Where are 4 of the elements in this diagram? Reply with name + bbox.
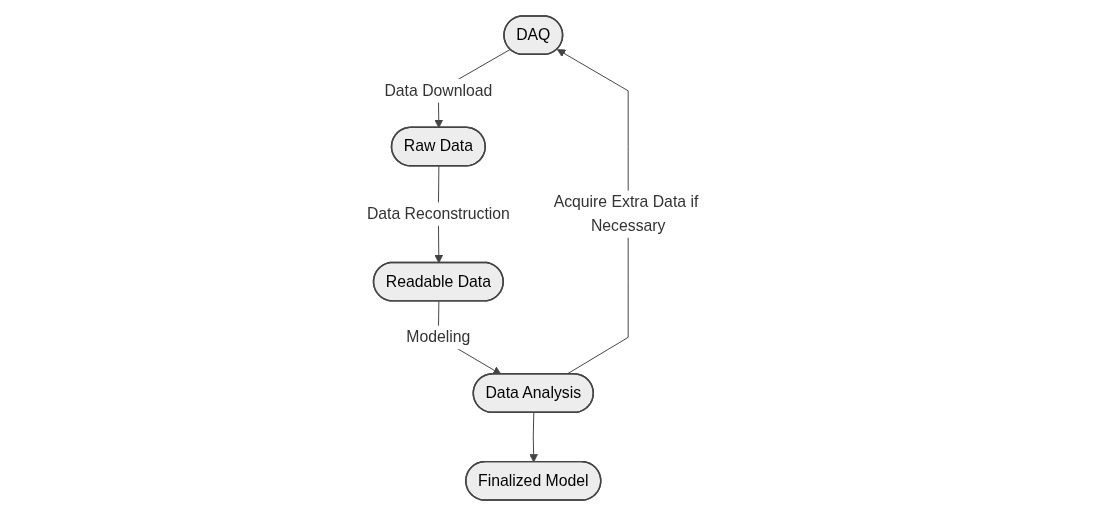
- edge-label: Acquire Extra Data if Necessary: [553, 193, 699, 234]
- edge-label: Data Download: [384, 81, 493, 99]
- edge-label: Data Reconstruction: [367, 205, 510, 223]
- edge-label: Modeling: [406, 328, 471, 346]
